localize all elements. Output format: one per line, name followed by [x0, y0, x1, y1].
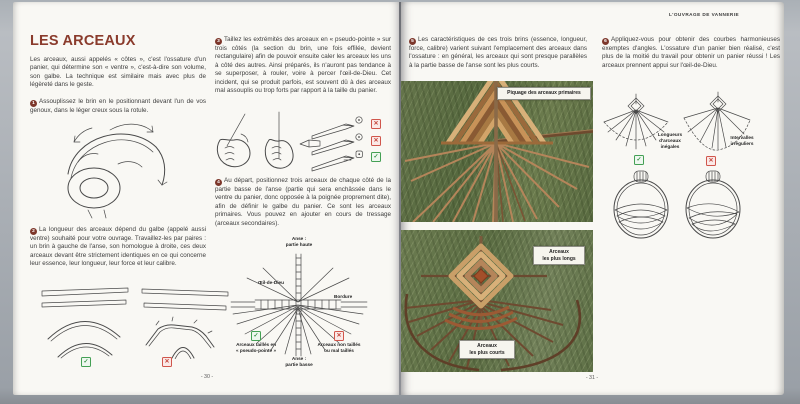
check-icon: ✓: [251, 331, 261, 341]
page-title: LES ARCEAUX: [30, 33, 136, 49]
basket-frame-bad-illustration: [682, 168, 744, 240]
cross-icon: ✕: [706, 156, 716, 166]
label-handle-top: Anse : partie haute: [285, 236, 313, 248]
left-page: [13, 2, 401, 395]
step-number-badge: 2: [30, 228, 37, 235]
check-icon: ✓: [81, 357, 91, 367]
left-page-number: - 30 -: [200, 374, 214, 380]
label-border: Bordure: [334, 294, 353, 299]
basket-frame-good-illustration: [610, 168, 672, 240]
knee-bending-illustration: [52, 118, 192, 224]
label-trimmed-hoops: Arceaux taillés en « pseudo-pointe »: [235, 342, 277, 354]
whittling-hands-illustration-2: [259, 110, 299, 174]
rods-arcs-good-illustration: [38, 283, 133, 359]
cross-icon: ✕: [162, 357, 172, 367]
fan-uneven-illustration: [678, 90, 758, 158]
photo-primary-hoops-pricking: Piquage des arceaux primaires: [401, 81, 593, 222]
right-page-number: - 31 -: [585, 375, 599, 381]
label-handle-bottom: Anse : partie basse: [285, 356, 313, 368]
step-number-badge: 1: [30, 100, 37, 107]
check-icon: ✓: [371, 152, 381, 162]
photo-longest-shortest-hoops: Arceaux les plus longs Arceaux les plus …: [401, 230, 593, 372]
intro-paragraph: Les arceaux, aussi appelés « côtes », c'…: [30, 56, 206, 89]
whittling-hands-illustration-1: [213, 112, 257, 174]
fan-even-illustration: [600, 92, 672, 156]
cross-icon: ✕: [371, 136, 381, 146]
label-irregular-intervals: Intervalles irréguliers: [730, 135, 754, 147]
step-number-badge: 3: [215, 38, 222, 45]
ossature-diagram: [227, 250, 372, 360]
step-number-badge: 5: [409, 38, 416, 45]
label-gods-eye: Œil-de-Dieu: [257, 280, 284, 285]
label-unequal-lengths: Longueurs d'arceaux inégales: [657, 132, 683, 150]
book-gutter: [399, 2, 401, 395]
rod-tips-sections-illustration: [298, 110, 366, 174]
rods-arcs-bad-illustration: [138, 283, 233, 359]
label-untrimmed-hoops: Arceaux non taillés ou mal taillés: [317, 342, 361, 354]
cross-icon: ✕: [334, 331, 344, 341]
running-header: L'OUVRAGE DE VANNERIE: [668, 12, 740, 17]
photo1-caption: Piquage des arceaux primaires: [497, 87, 591, 100]
photo2-caption-shortest: Arceaux les plus courts: [459, 340, 515, 359]
cross-icon: ✕: [371, 119, 381, 129]
step-number-badge: 4: [215, 179, 222, 186]
check-icon: ✓: [634, 155, 644, 165]
step-number-badge: 6: [602, 38, 609, 45]
photo2-caption-longest: Arceaux les plus longs: [533, 246, 585, 265]
